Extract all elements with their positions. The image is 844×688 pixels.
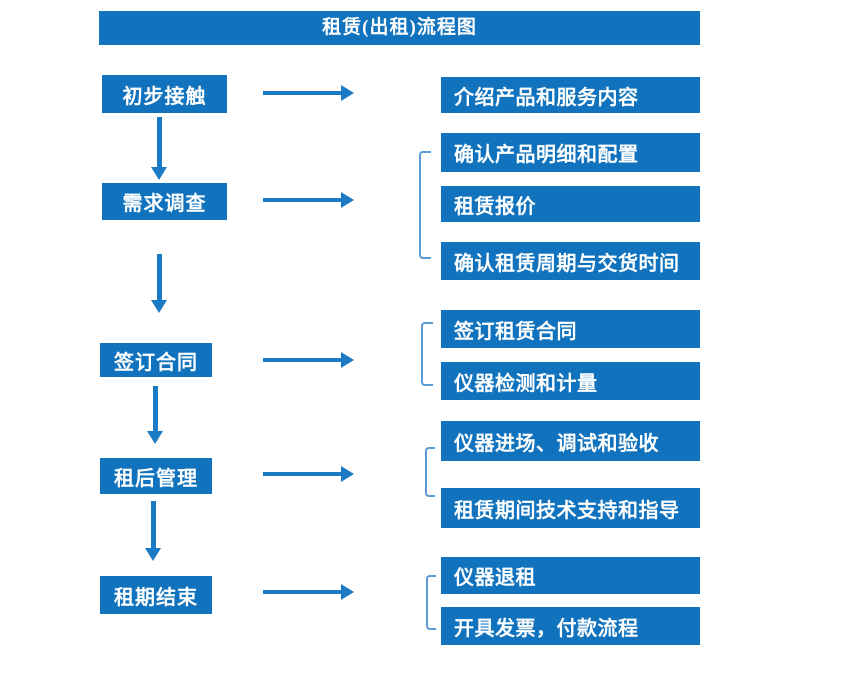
group-bracket [421,322,433,386]
down-arrow-icon [145,501,161,561]
right-arrow-icon [263,352,354,368]
detail-box-confirm-rental-period-delivery: 确认租赁周期与交货时间 [441,242,700,280]
stage-box-sign-contract: 签订合同 [100,343,212,377]
stage-box-initial-contact: 初步接触 [102,75,227,113]
stage-box-demand-survey: 需求调查 [102,183,227,220]
detail-box-invoice-payment-process: 开具发票，付款流程 [441,607,700,645]
detail-box-instrument-entry-debug-acceptance: 仪器进场、调试和验收 [441,421,700,461]
diagram-title: 租赁(出租)流程图 [99,11,700,45]
detail-box-instrument-testing-metering: 仪器检测和计量 [441,362,700,400]
group-bracket [425,447,435,497]
detail-box-rental-quotation: 租赁报价 [441,186,700,222]
detail-box-sign-rental-contract: 签订租赁合同 [441,310,700,348]
group-bracket [426,575,436,630]
down-arrow-icon [151,117,167,180]
right-arrow-icon [263,192,354,208]
right-arrow-icon [263,85,354,101]
detail-box-technical-support-guidance: 租赁期间技术支持和指导 [441,488,700,528]
stage-box-lease-end: 租期结束 [100,576,212,614]
detail-box-instrument-return: 仪器退租 [441,557,700,594]
detail-box-introduce-products-services: 介绍产品和服务内容 [441,77,700,113]
down-arrow-icon [147,386,163,444]
detail-box-confirm-product-details: 确认产品明细和配置 [441,133,700,172]
stage-box-post-rental-management: 租后管理 [100,458,212,494]
right-arrow-icon [263,466,354,482]
group-bracket [419,151,431,259]
right-arrow-icon [263,584,354,600]
down-arrow-icon [151,254,167,313]
